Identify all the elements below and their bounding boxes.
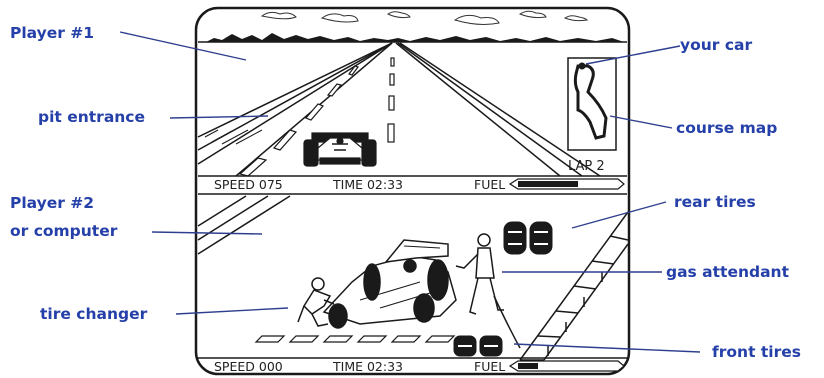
hud-bottom-fuel-fill (518, 363, 538, 369)
hud-bottom-time: TIME 02:33 (332, 359, 403, 374)
hud-top-fuel-gauge (510, 179, 624, 189)
your-car-marker (579, 63, 586, 70)
label-course-map: course map (676, 121, 777, 137)
label-tire-changer: tire changer (40, 307, 147, 323)
hud-top-fuel-fill (518, 181, 578, 187)
hud-bottom-speed: SPEED 000 (214, 359, 283, 374)
hud-top-time: TIME 02:33 (332, 177, 403, 192)
label-your-car: your car (680, 38, 752, 54)
hud-bottom-fuel-label: FUEL (474, 359, 505, 374)
label-player2: Player #2 (10, 196, 94, 212)
label-pit-entrance: pit entrance (38, 110, 145, 126)
label-gas-attendant: gas attendant (666, 265, 789, 281)
player-race-car (304, 133, 376, 166)
label-rear-tires: rear tires (674, 195, 756, 211)
label-front-tires: front tires (712, 345, 801, 361)
hud-top-speed: SPEED 075 (214, 177, 283, 192)
hud-top-fuel-label: FUEL (474, 177, 505, 192)
label-player1: Player #1 (10, 26, 94, 42)
lap-indicator: LAP 2 (568, 159, 605, 174)
label-player2-sub: or computer (10, 224, 117, 240)
hud-bottom-fuel-gauge (510, 361, 624, 371)
